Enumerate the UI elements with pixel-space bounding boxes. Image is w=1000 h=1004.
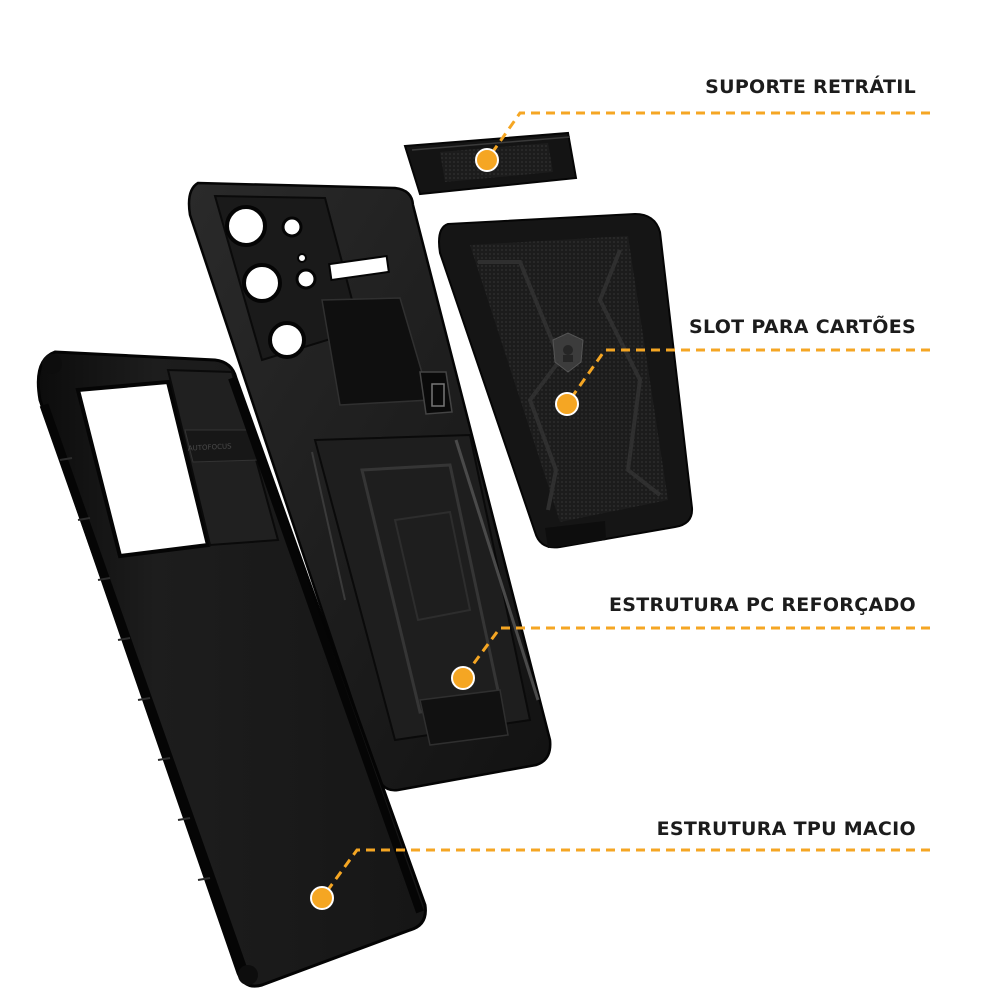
pc-hard-shell [187, 181, 552, 792]
callout-dot-card-slot [555, 392, 579, 416]
tpu-soft-shell: AUTOFOCUS [36, 350, 427, 988]
callout-lines [320, 111, 930, 899]
callout-label-kickstand: SUPORTE RETRÁTIL [705, 76, 916, 98]
callout-label-tpu-shell: ESTRUTURA TPU MACIO [656, 818, 916, 840]
callout-label-pc-shell: ESTRUTURA PC REFORÇADO [608, 594, 916, 616]
callout-dot-pc-shell [451, 666, 475, 690]
callout-dot-tpu-shell [310, 886, 334, 910]
case-engraving: AUTOFOCUS [188, 442, 233, 452]
callout-label-card-slot: SLOT PARA CARTÕES [689, 316, 916, 338]
callout-line-tpu-shell [320, 848, 930, 899]
callout-dots [310, 148, 579, 910]
gorilla-shield-logo-icon [552, 332, 584, 373]
card-slot-cover [438, 212, 694, 549]
callout-line-pc-shell [461, 626, 930, 679]
callout-dot-kickstand [475, 148, 499, 172]
callout-line-kickstand [485, 111, 930, 161]
callout-line-card-slot [565, 348, 930, 405]
